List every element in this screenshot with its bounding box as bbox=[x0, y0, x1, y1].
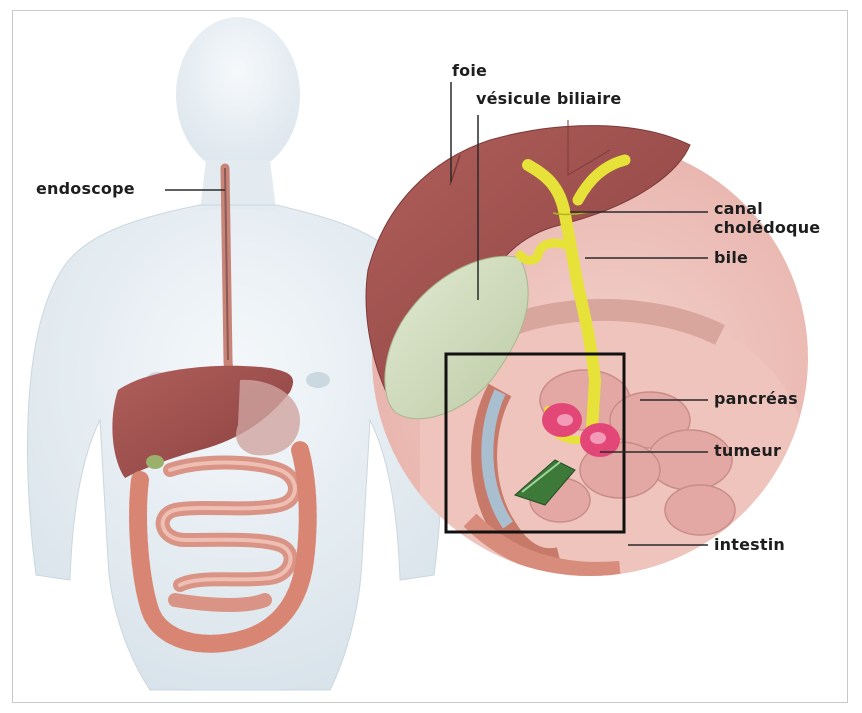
label-vesicule-biliaire: vésicule biliaire bbox=[476, 90, 621, 108]
label-foie: foie bbox=[452, 62, 487, 80]
label-tumeur: tumeur bbox=[714, 442, 781, 460]
label-choledoque: cholédoque bbox=[714, 219, 820, 237]
body-gallbladder bbox=[146, 455, 164, 469]
label-endoscope: endoscope bbox=[36, 180, 135, 198]
label-bile: bile bbox=[714, 249, 748, 267]
label-intestin: intestin bbox=[714, 536, 785, 554]
label-canal: canal bbox=[714, 200, 763, 218]
label-pancreas: pancréas bbox=[714, 390, 798, 408]
